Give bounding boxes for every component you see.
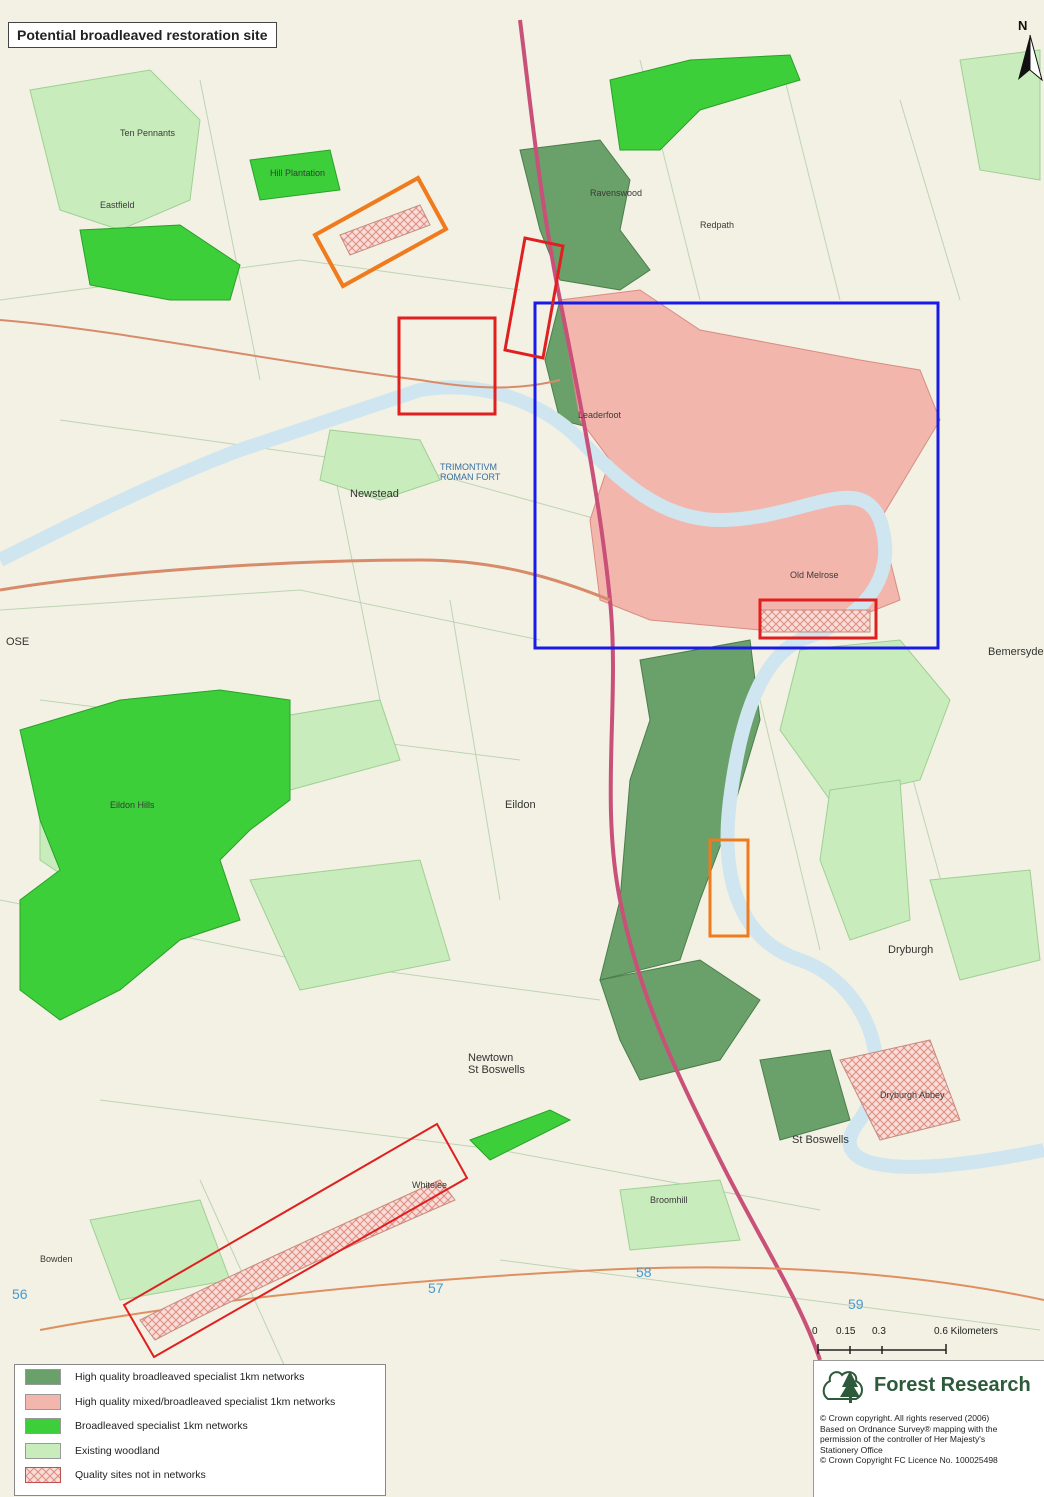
- minor-label: Ravenswood: [590, 188, 643, 198]
- red-box-diagonal: [122, 1122, 469, 1359]
- minor-label: Hill Plantation: [270, 168, 326, 178]
- forest-research-logo: Forest Research: [814, 1361, 1044, 1409]
- legend-item: High quality broadleaved specialist 1km …: [15, 1365, 385, 1390]
- minor-label: Whitelee: [412, 1180, 448, 1190]
- legend-swatch: [25, 1393, 61, 1410]
- copyright-line: © Crown copyright. All rights reserved (…: [820, 1413, 990, 1423]
- scale-label-0: 0: [812, 1326, 818, 1337]
- forest-research-panel: Forest Research © Crown copyright. All r…: [813, 1360, 1044, 1497]
- scale-label-015: 0.15: [836, 1326, 856, 1337]
- legend-label: Quality sites not in networks: [75, 1469, 206, 1482]
- forest-research-name: Forest Research: [874, 1373, 1031, 1396]
- quality-sites: [139, 204, 961, 1341]
- legend-label: Existing woodland: [75, 1444, 160, 1457]
- scale-bar: [817, 1344, 947, 1354]
- copyright-line: © Crown Copyright FC Licence No. 1000254…: [820, 1455, 998, 1465]
- grid-label: 56: [12, 1286, 28, 1302]
- minor-road: [0, 319, 561, 389]
- copyright-line: Stationery Office: [820, 1444, 883, 1455]
- place-label-ose: OSE: [6, 636, 30, 648]
- legend-swatch: [25, 1442, 61, 1459]
- legend-swatch-hatch: [25, 1467, 61, 1484]
- blue-study-box: [533, 301, 940, 650]
- minor-label: Broomhill: [650, 1195, 688, 1205]
- annotation-boxes: [122, 175, 940, 1359]
- broadleaved-networks: [19, 54, 801, 1161]
- place-label-trimontium: TRIMONTIVM ROMAN FORT: [440, 462, 501, 482]
- place-label-newtown: Newtown St Boswells: [468, 1052, 525, 1076]
- legend-label: Broadleaved specialist 1km networks: [75, 1420, 248, 1433]
- minor-label: Eastfield: [100, 200, 135, 210]
- place-label-eildon: Eildon: [505, 799, 536, 811]
- secondary-road: [0, 558, 611, 602]
- place-label-bemersyde: Bemersyde: [988, 646, 1044, 658]
- north-arrow-icon: [1018, 34, 1043, 82]
- legend-item: High quality mixed/broadleaved specialis…: [15, 1390, 385, 1415]
- copyright-text: © Crown copyright. All rights reserved (…: [814, 1409, 1044, 1470]
- red-box-south: [758, 598, 878, 640]
- scale-label-06: 0.6 Kilometers: [934, 1326, 998, 1337]
- grid-label: 59: [848, 1296, 864, 1312]
- grid-label: 57: [428, 1280, 444, 1296]
- legend-item: Quality sites not in networks: [15, 1463, 385, 1488]
- main-road: [518, 19, 822, 1361]
- grid-label: 58: [636, 1264, 652, 1280]
- minor-label: Ten Pennants: [120, 128, 176, 138]
- legend-label: High quality broadleaved specialist 1km …: [75, 1371, 305, 1384]
- legend-item: Broadleaved specialist 1km networks: [15, 1414, 385, 1439]
- orange-box-angled: [312, 175, 449, 289]
- copyright-line: permission of the controller of Her Maje…: [820, 1434, 986, 1444]
- red-box-tweed: [397, 316, 497, 416]
- orange-box-river: [708, 838, 750, 938]
- legend-swatch: [25, 1418, 61, 1435]
- map-legend: High quality broadleaved specialist 1km …: [14, 1364, 386, 1496]
- minor-label: Dryburgh Abbey: [880, 1090, 945, 1100]
- minor-label: Leaderfoot: [578, 410, 622, 420]
- minor-label: Old Melrose: [790, 570, 839, 580]
- minor-label: Redpath: [700, 220, 735, 230]
- copyright-line: Based on Ordnance Survey® mapping with t…: [820, 1423, 998, 1434]
- place-label-dryburgh: Dryburgh: [888, 944, 934, 956]
- legend-swatch: [25, 1369, 61, 1386]
- legend-item: Existing woodland: [15, 1439, 385, 1464]
- tree-logo-icon: [822, 1371, 863, 1403]
- place-label-newstead: Newstead: [350, 488, 399, 500]
- legend-label: High quality mixed/broadleaved specialis…: [75, 1395, 336, 1408]
- river-tweed: [0, 380, 1044, 1174]
- place-label-st-boswells: St Boswells: [792, 1134, 849, 1146]
- red-box-angled: [503, 236, 565, 360]
- minor-label: Eildon Hills: [110, 800, 155, 810]
- north-label: N: [1018, 18, 1028, 33]
- scale-label-03: 0.3: [872, 1326, 886, 1337]
- map-title: Potential broadleaved restoration site: [8, 22, 277, 48]
- minor-label: Bowden: [40, 1254, 73, 1264]
